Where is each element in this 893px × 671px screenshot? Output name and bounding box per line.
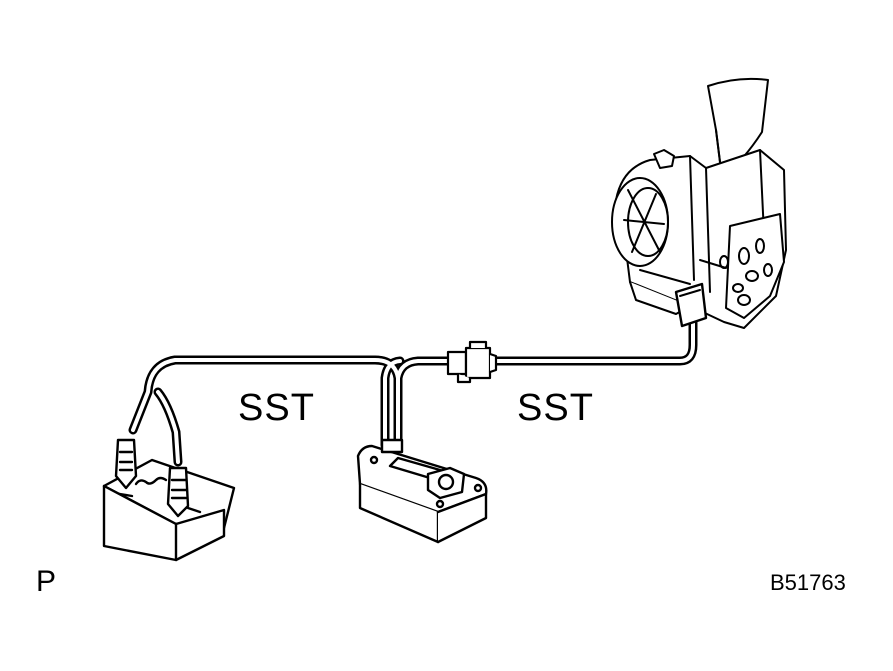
battery-icon (102, 438, 236, 562)
figure-id: B51763 (770, 570, 846, 595)
connector-icon (446, 340, 498, 384)
sst-cable-harness (128, 317, 698, 467)
sst-label-right: SST (517, 387, 594, 429)
page-letter: P (36, 565, 57, 598)
switch-box-icon (356, 438, 488, 544)
sst-label-left: SST (238, 387, 315, 429)
throttle-body-icon (611, 77, 787, 329)
